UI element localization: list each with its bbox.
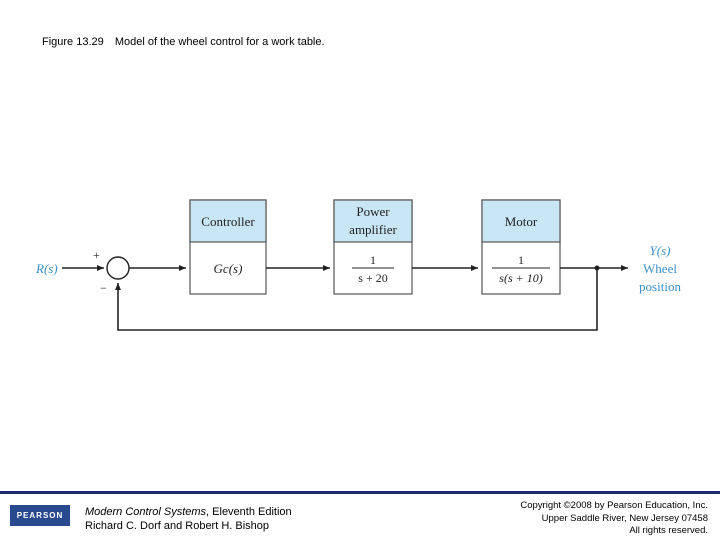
motor-numerator: 1 xyxy=(518,253,524,267)
motor-block: Motor 1 s(s + 10) xyxy=(481,199,561,295)
plus-sign: + xyxy=(93,248,100,262)
block-diagram: R(s) + − Controller Gc(s) Power amplifie… xyxy=(35,199,681,331)
output-label-position: position xyxy=(639,279,681,294)
book-info: Modern Control Systems, Eleventh Edition… xyxy=(85,505,292,533)
input-label: R(s) xyxy=(35,261,58,276)
motor-denominator: s(s + 10) xyxy=(499,271,542,285)
minus-sign: − xyxy=(100,281,107,295)
book-authors: Richard C. Dorf and Robert H. Bishop xyxy=(85,520,270,532)
output-label-ys: Y(s) xyxy=(650,243,671,258)
copyright-line-1: Copyright ©2008 by Pearson Education, In… xyxy=(520,500,708,511)
controller-header: Controller xyxy=(201,214,255,229)
amplifier-header-line2: amplifier xyxy=(349,222,397,237)
figure-number: Figure 13.29 xyxy=(42,36,104,48)
footer-divider xyxy=(0,491,720,494)
amplifier-header-line1: Power xyxy=(356,204,390,219)
book-edition: , Eleventh Edition xyxy=(206,506,292,518)
figure-caption: Figure 13.29 Model of the wheel control … xyxy=(42,36,325,48)
feedback-path xyxy=(115,268,598,331)
copyright-notice: Copyright ©2008 by Pearson Education, In… xyxy=(520,500,708,538)
book-title: Modern Control Systems xyxy=(85,506,207,518)
output-label-wheel: Wheel xyxy=(643,261,677,276)
amplifier-numerator: 1 xyxy=(370,253,376,267)
motor-header: Motor xyxy=(505,214,538,229)
figure-caption-text: Model of the wheel control for a work ta… xyxy=(114,36,325,48)
summing-junction xyxy=(106,256,130,280)
copyright-line-3: All rights reserved. xyxy=(629,525,708,536)
amplifier-denominator: s + 20 xyxy=(358,271,387,285)
copyright-line-2: Upper Saddle River, New Jersey 07458 xyxy=(541,512,708,524)
controller-block: Controller Gc(s) xyxy=(189,199,267,295)
controller-transfer: Gc(s) xyxy=(214,261,243,276)
pearson-logo: PEARSON xyxy=(10,505,70,526)
amplifier-block: Power amplifier 1 s + 20 xyxy=(333,199,413,295)
